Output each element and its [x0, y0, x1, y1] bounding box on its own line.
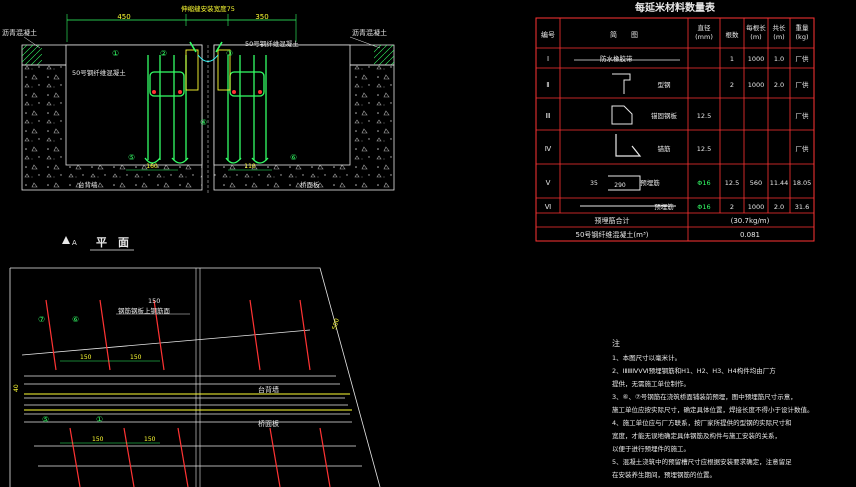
row-weight: 厂供	[796, 80, 810, 89]
plan-note-line: 钢筋钢板上钢筋面	[118, 306, 171, 315]
note-line: 施工单位应按实际尺寸，确定具体位置，焊接长度不得小于设计数值。	[612, 405, 814, 414]
row-weight: 18.05	[793, 179, 812, 187]
marker-2: ②	[160, 49, 167, 58]
note-line: 以便于进行预埋件的施工。	[612, 444, 690, 453]
table-title: 每延米材料数量表	[635, 1, 716, 14]
row-diameter: Φ16	[697, 179, 710, 187]
plan-deck-label: 桥面板	[258, 419, 279, 428]
row-description: 锚筋	[658, 144, 672, 153]
asphalt-left-label: 沥青混凝土	[2, 28, 37, 37]
plan-top-dim: 150	[148, 297, 160, 305]
row-count: 12.5	[725, 179, 739, 187]
plan-marker-5: ⑤	[42, 415, 49, 424]
plan-dim-mid-2: 150	[130, 354, 142, 361]
row-number: Ⅳ	[545, 145, 552, 153]
row-number: Ⅰ	[547, 55, 549, 63]
note-line: 2、ⅠⅡⅢⅣⅤⅥ预埋钢筋和H1、H2、H3、H4构件均由厂方	[612, 366, 776, 375]
marker-5: ⑤	[128, 153, 135, 162]
row-total: 11.44	[770, 179, 789, 187]
note-line: 提供，无需施工单位制作。	[612, 379, 690, 388]
plan-left-dim: 40	[13, 384, 20, 392]
note-line: 5、混凝土浇筑中的预留槽尺寸应根据安装要求确定，注意留足	[612, 457, 792, 466]
abutment-label: 台背墙	[78, 180, 98, 189]
material-table: 每延米材料数量表 编号 简 图 直径(mm) 根数 每根长(m) 共长(m) 重…	[535, 1, 815, 242]
plan-side-dim: 500	[331, 317, 341, 330]
col-header-diameter: 直径(mm)	[695, 23, 713, 41]
row-number: Ⅵ	[545, 203, 551, 211]
notes-heading: 注	[612, 338, 620, 348]
section-right-dim: 350	[255, 13, 268, 21]
col-header-sketch: 简 图	[610, 30, 638, 39]
row-length: 1000	[748, 55, 765, 63]
deck-label: 桥面板	[300, 180, 320, 189]
row-length: 1000	[748, 203, 765, 211]
row-description: 预埋筋	[640, 178, 660, 187]
row-number: Ⅱ	[546, 81, 549, 89]
col-header-length: 每根长(m)	[746, 23, 766, 41]
row-count: 2	[730, 203, 734, 211]
row-length: 1000	[748, 81, 765, 89]
plan-view: 平 面 A	[9, 236, 381, 487]
table-concrete-label: 50号钢纤维混凝土(m³)	[576, 230, 649, 239]
row-length: 560	[750, 179, 762, 187]
row-number: Ⅲ	[546, 112, 551, 120]
plan-section-mark: A	[72, 239, 77, 247]
plan-marker-6: ⑥	[72, 315, 79, 324]
plan-marker-1: ①	[96, 415, 103, 424]
row-description: 预埋筋	[654, 202, 674, 211]
marker-4: ④	[200, 118, 207, 127]
table-concrete-value: 0.081	[740, 231, 760, 239]
table-total-value: (30.7kg/m)	[731, 217, 770, 225]
row-diameter: 12.5	[697, 112, 711, 120]
row-weight: 31.6	[795, 203, 809, 211]
marker-3: ③	[226, 49, 233, 58]
row-diameter: 12.5	[697, 145, 711, 153]
note-line: 宽度，才能无误地确定具体钢筋及构件与施工安装的关系，	[612, 431, 781, 440]
col-header-total: 共长(m)	[773, 23, 787, 41]
plan-dim-low-1: 150	[92, 436, 104, 443]
row-diameter: Φ16	[697, 203, 710, 211]
concrete-right-label: 50号钢纤维混凝土	[245, 39, 299, 48]
concrete-left-label: 50号钢纤维混凝土	[72, 68, 126, 77]
section-view: 伸缩缝安装宽度75 450 350	[2, 4, 395, 195]
section-left-dim: 450	[117, 13, 130, 21]
row-weight: 厂供	[796, 144, 810, 153]
note-line: 1、本图尺寸以毫米计。	[612, 353, 681, 362]
note-line: 4、施工单位应与厂方联系，按厂家所提供的型钢的实际尺寸和	[612, 418, 792, 427]
table-total-label: 预埋筋合计	[595, 216, 630, 225]
row-total: 1.0	[774, 55, 784, 63]
marker-1: ①	[112, 49, 119, 58]
plan-title: 平 面	[96, 236, 129, 249]
row-description: 锚固钢板	[651, 111, 678, 120]
section-bottom-dim-right: 110	[244, 163, 256, 170]
plan-marker-7: ⑦	[38, 315, 45, 324]
row-description: 防水橡胶带	[600, 54, 633, 63]
row-total: 2.0	[774, 203, 784, 211]
marker-6: ⑥	[290, 153, 297, 162]
section-bottom-dim-left: 160	[146, 163, 158, 170]
section-top-dim: 伸缩缝安装宽度75	[181, 4, 235, 13]
row-description: 型钢	[658, 80, 672, 89]
note-line: 3、⑥、⑦号钢筋在浇筑桥面铺装前预埋，图中预埋筋尺寸示意，	[612, 392, 797, 401]
note-line: 在安装养生期间，预埋钢筋的位置。	[612, 470, 716, 479]
col-header-weight: 重量(kg)	[796, 24, 810, 41]
plan-abutment-label: 台背墙	[258, 385, 279, 394]
asphalt-right-label: 沥青混凝土	[352, 28, 387, 37]
plan-dim-mid-1: 150	[80, 354, 92, 361]
row-total: 2.0	[774, 81, 784, 89]
row-count: 2	[730, 81, 734, 89]
notes: 注 1、本图尺寸以毫米计。 2、ⅠⅡⅢⅣⅤⅥ预埋钢筋和H1、H2、H3、H4构件均…	[612, 338, 814, 479]
row-weight: 厂供	[796, 111, 810, 120]
row-sketch-prefix: 35	[590, 180, 598, 187]
row-sketch-dim: 290	[614, 182, 626, 189]
col-header-no: 编号	[541, 30, 555, 39]
plan-dim-low-2: 150	[144, 436, 156, 443]
row-count: 1	[730, 55, 734, 63]
row-weight: 厂供	[796, 54, 810, 63]
row-number: Ⅴ	[546, 179, 551, 187]
col-header-count: 根数	[726, 30, 740, 39]
